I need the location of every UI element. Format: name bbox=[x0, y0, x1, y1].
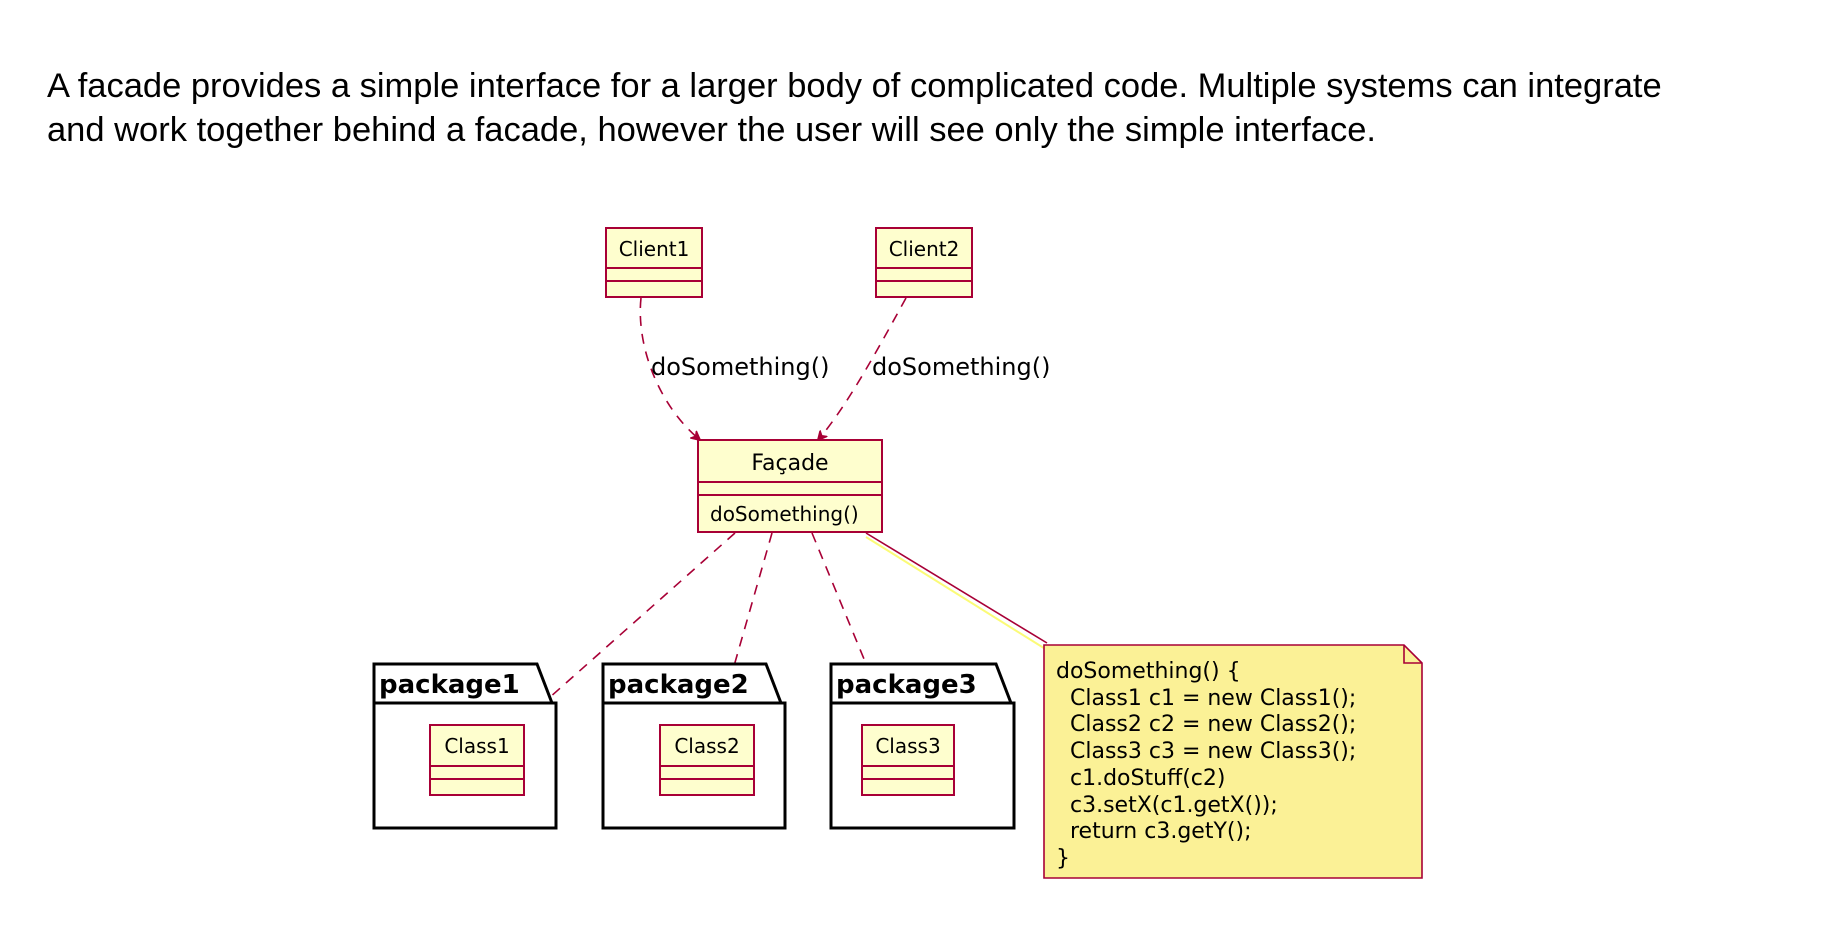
edge-label-client2: doSomething() bbox=[872, 353, 1050, 381]
note-line-1: doSomething() { bbox=[1056, 659, 1241, 684]
client2-to-facade-arrow bbox=[818, 297, 907, 440]
facade-class: Façade doSomething() bbox=[697, 439, 883, 533]
package2: package2 Class2 bbox=[601, 662, 787, 830]
description-line-1: A facade provides a simple interface for… bbox=[47, 67, 1662, 105]
package1: package1 Class1 bbox=[372, 662, 558, 830]
note-line-5: c1.doStuff(c2) bbox=[1056, 766, 1225, 791]
note-line-8: } bbox=[1056, 846, 1070, 871]
note-connector bbox=[865, 532, 1048, 644]
client2-name: Client2 bbox=[889, 237, 960, 261]
note-line-4: Class3 c3 = new Class3(); bbox=[1056, 739, 1356, 764]
package3: package3 Class3 bbox=[829, 662, 1016, 830]
note-line-3: Class2 c2 = new Class2(); bbox=[1056, 712, 1356, 737]
client2-class: Client2 bbox=[875, 227, 973, 298]
facade-name: Façade bbox=[751, 451, 828, 476]
client1-class: Client1 bbox=[605, 227, 703, 298]
description-line-2: and work together behind a facade, howev… bbox=[47, 111, 1377, 149]
class1-name: Class1 bbox=[444, 734, 509, 758]
package3-name: package3 bbox=[836, 670, 977, 700]
class2-name: Class2 bbox=[674, 734, 739, 758]
note-line-2: Class1 c1 = new Class1(); bbox=[1056, 686, 1356, 711]
package2-name: package2 bbox=[608, 670, 749, 700]
client1-to-facade-arrow bbox=[639, 297, 700, 440]
client1-name: Client1 bbox=[619, 237, 690, 261]
facade-to-class1-arrow bbox=[522, 532, 736, 722]
facade-method: doSomething() bbox=[710, 502, 859, 526]
code-note: doSomething() { Class1 c1 = new Class1()… bbox=[1043, 644, 1423, 879]
description-text: A facade provides a simple interface for… bbox=[47, 64, 1807, 152]
note-line-6: c3.setX(c1.getX()); bbox=[1056, 793, 1278, 818]
package1-name: package1 bbox=[379, 670, 520, 700]
note-line-7: return c3.getY(); bbox=[1056, 819, 1251, 844]
class3-name: Class3 bbox=[875, 734, 940, 758]
edge-label-client1: doSomething() bbox=[651, 353, 829, 381]
